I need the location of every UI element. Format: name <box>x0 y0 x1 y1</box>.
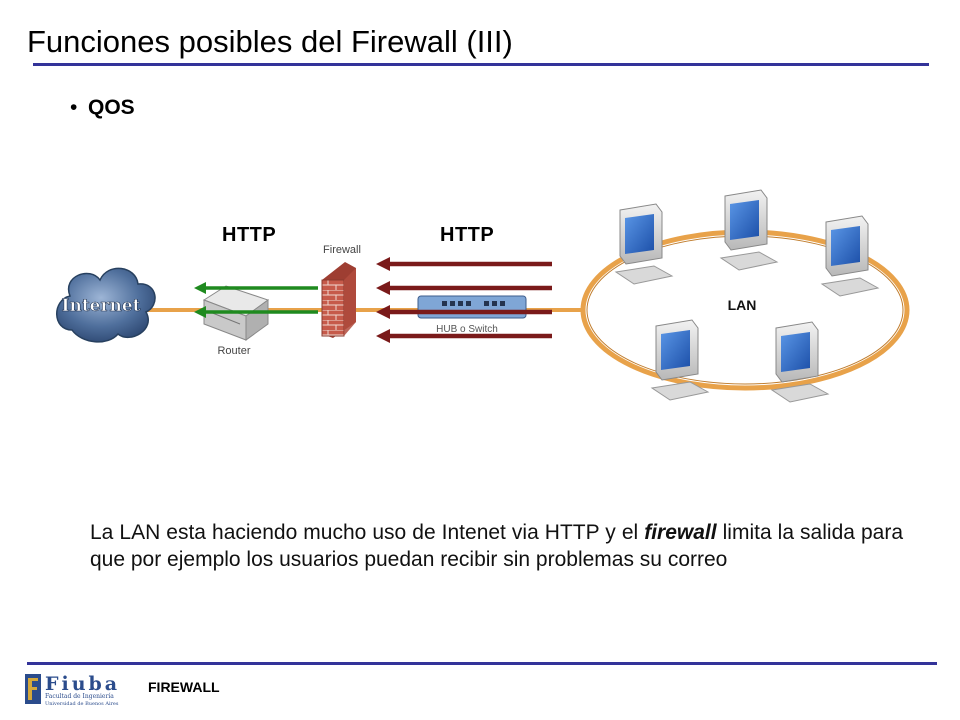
caption-part1: La LAN esta haciendo mucho uso de Intene… <box>90 521 645 544</box>
logo-line2: Universidad de Buenos Aires <box>45 701 119 707</box>
lan-label: LAN <box>728 297 757 313</box>
router-label: Router <box>217 345 250 357</box>
computer-icon <box>770 321 830 403</box>
firewall-icon: Firewall <box>321 244 361 338</box>
computer-icon <box>614 203 674 285</box>
internet-cloud-icon: Internet <box>56 267 156 343</box>
caption-part2: limita la salida para que por ejemplo lo… <box>90 521 903 571</box>
switch-label: HUB o Switch <box>436 324 498 335</box>
internet-label: Internet <box>62 296 141 316</box>
fiuba-logo-icon: Fiuba Facultad de Ingeniería Universidad… <box>25 673 120 707</box>
outbound-arrows <box>194 282 318 318</box>
bullet-dot: • <box>70 96 78 119</box>
http-label-right: HTTP <box>440 224 495 246</box>
firewall-label: Firewall <box>323 244 361 256</box>
inbound-arrows <box>376 257 552 343</box>
bullet-item: • QOS <box>70 96 135 120</box>
footer-divider <box>27 662 937 665</box>
computer-icon <box>650 319 710 401</box>
computer-icon <box>820 215 880 297</box>
caption-text: La LAN esta haciendo mucho uso de Intene… <box>90 519 903 573</box>
hub-switch-icon: HUB o Switch <box>417 295 527 335</box>
footer-text: FIREWALL <box>148 679 220 695</box>
logo-line1: Facultad de Ingeniería <box>45 693 114 700</box>
bullet-text: QOS <box>88 96 135 119</box>
logo-name: Fiuba <box>45 673 120 695</box>
computer-icon <box>719 189 779 271</box>
title-divider <box>33 63 929 66</box>
caption-emphasis: firewall <box>644 521 717 544</box>
router-icon: Router <box>202 285 270 357</box>
http-label-left: HTTP <box>222 224 277 246</box>
slide-title: Funciones posibles del Firewall (III) <box>27 24 513 59</box>
